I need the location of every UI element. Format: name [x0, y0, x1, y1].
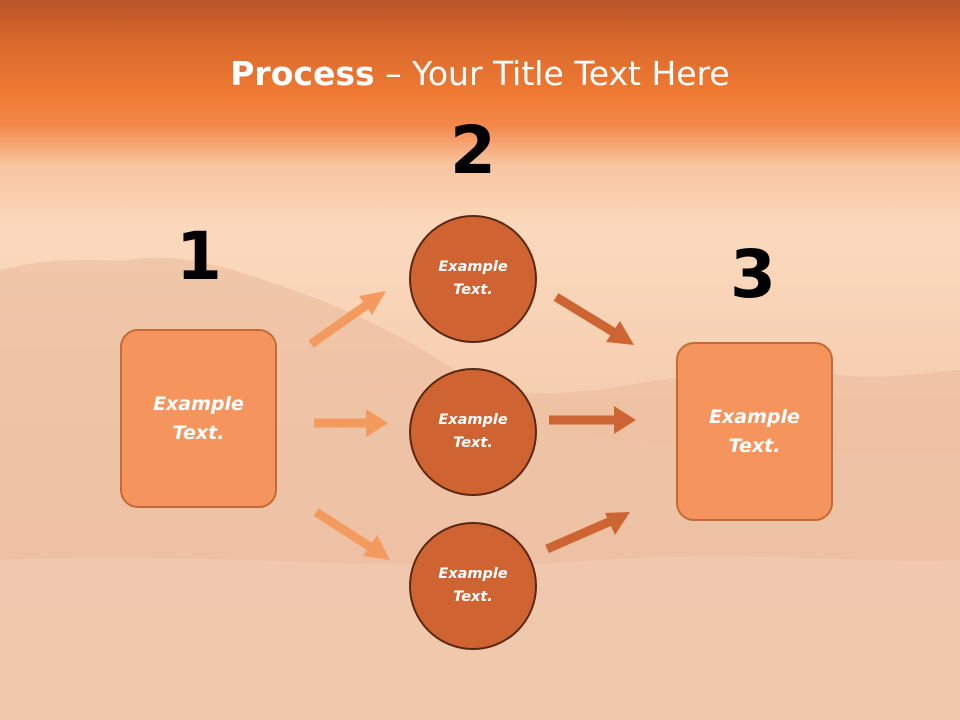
arrow-from-middle-circle — [549, 406, 636, 434]
circle-bottom-text: Example Text. — [438, 566, 508, 605]
step-1-text: Example Text. — [153, 392, 244, 444]
circle-node-middle: Example Text. — [409, 368, 537, 496]
step-number-2: 2 — [450, 112, 496, 189]
step-3-box: Example Text. — [676, 342, 833, 521]
arrow-from-bottom-circle — [545, 512, 630, 554]
title-rest: – Your Title Text Here — [374, 54, 730, 93]
circle-node-top: Example Text. — [409, 215, 537, 343]
circle-middle-text: Example Text. — [438, 412, 508, 451]
circle-node-bottom: Example Text. — [409, 522, 537, 650]
arrow-to-bottom-circle — [313, 508, 390, 560]
step-number-3: 3 — [730, 236, 776, 313]
arrow-from-top-circle — [553, 293, 634, 345]
arrow-to-top-circle — [308, 291, 386, 348]
step-number-1: 1 — [176, 218, 222, 295]
circle-top-text: Example Text. — [438, 259, 508, 298]
slide-title: Process – Your Title Text Here — [0, 52, 960, 96]
title-bold: Process — [230, 54, 375, 93]
step-1-box: Example Text. — [120, 329, 277, 508]
step-3-text: Example Text. — [709, 405, 800, 457]
arrow-to-middle-circle — [314, 409, 388, 437]
